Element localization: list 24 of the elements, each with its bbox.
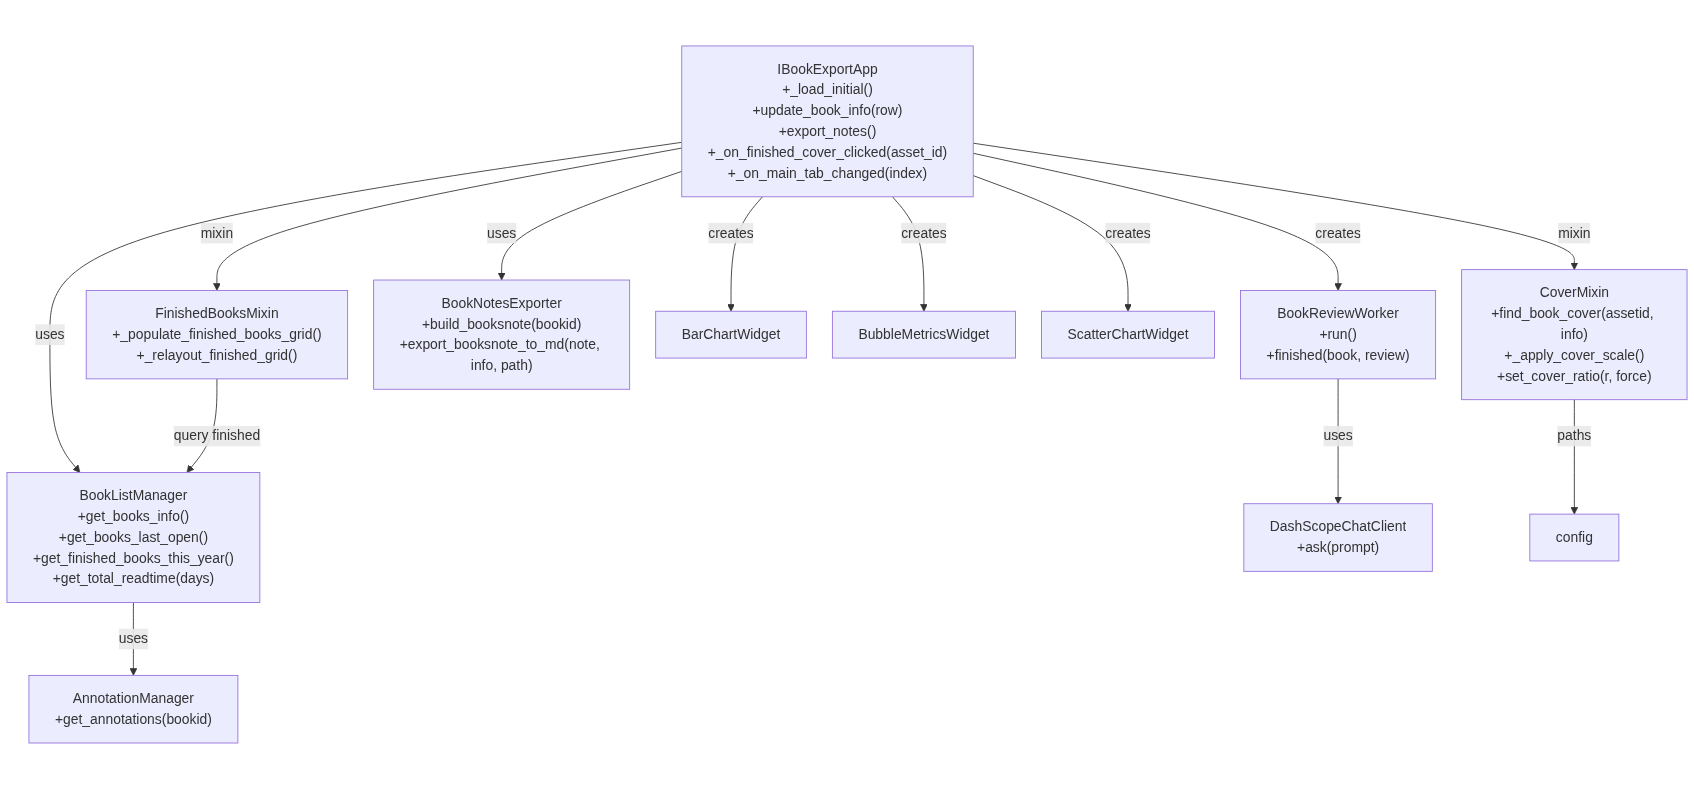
edge-label: creates: [708, 224, 754, 240]
node-box: config: [1529, 513, 1620, 561]
node-box: IBookExportApp +_load_initial() +update_book_info(row) +export_notes() +_on_finished_cover_clicked(asset_id) +_on_main_tab_changed(index): [681, 45, 974, 197]
edge-label: uses: [1323, 427, 1353, 443]
edge-label: mixin: [200, 224, 234, 240]
edge-label: uses: [118, 630, 149, 646]
node-box: DashScopeChatClient +ask(prompt): [1243, 502, 1433, 572]
node-box: BookListManager +get_books_info() +get_books_last_open() +get_finished_books_this_year() +get_total_readtime(days): [6, 471, 261, 603]
node-box: AnnotationManager +get_annotations(bookid): [28, 674, 239, 743]
edge-label: mixin: [1558, 224, 1591, 240]
node-box: BubbleMetricsWidget: [831, 310, 1016, 358]
edge-label: paths: [1557, 427, 1592, 443]
edge-label: uses: [487, 224, 517, 240]
edge-label: creates: [901, 224, 947, 240]
node-box: ScatterChartWidget: [1041, 310, 1215, 358]
edge-label: query finished: [173, 427, 261, 443]
node-box: BookReviewWorker +run() +finished(book, review): [1240, 289, 1437, 379]
node-box: FinishedBooksMixin +_populate_finished_books_grid() +_relayout_finished_grid(): [85, 289, 349, 379]
node-box: BookNotesExporter +build_booksnote(bookid) +export_booksnote_to_md(note, info, path): [373, 279, 631, 390]
edge-label: creates: [1105, 224, 1151, 240]
node-box: BarChartWidget: [655, 310, 807, 358]
node-box: CoverMixin +find_book_cover(assetid, info) +_apply_cover_scale() +set_cover_ratio(r, force): [1461, 268, 1688, 400]
edge-label: creates: [1315, 224, 1361, 240]
edge-label: uses: [35, 326, 65, 342]
